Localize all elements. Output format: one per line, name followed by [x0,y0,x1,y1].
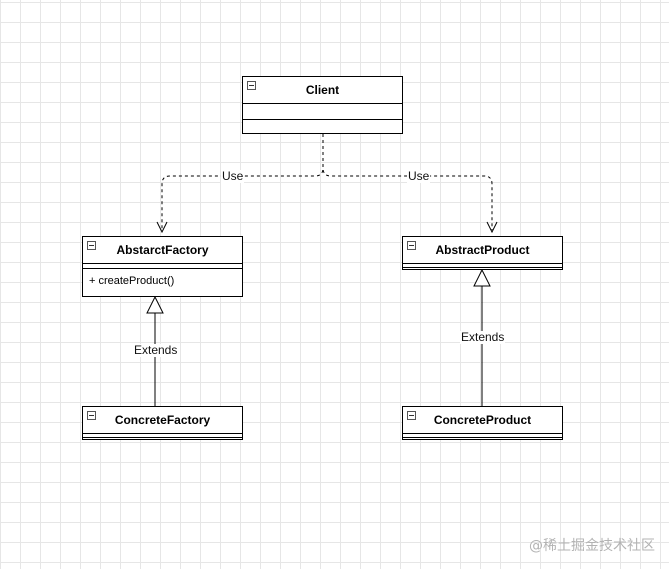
class-header: ConcreteProduct [403,407,562,433]
use-edge-to-abstract-factory[interactable] [161,134,324,230]
edge-label-extends-left: Extends [133,343,179,357]
class-abstract-factory[interactable]: AbstarctFactory + createProduct() [82,236,243,297]
collapse-icon[interactable] [87,241,96,250]
class-client[interactable]: Client [242,76,403,134]
attributes-section [403,263,562,267]
collapse-icon[interactable] [407,411,416,420]
class-header: Client [243,77,402,103]
use-edge-to-abstract-product[interactable] [322,134,493,230]
class-concrete-factory[interactable]: ConcreteFactory [82,406,243,440]
edge-label-extends-right: Extends [460,330,506,344]
collapse-icon[interactable] [407,241,416,250]
methods-section [403,437,562,438]
class-name: ConcreteFactory [114,413,211,427]
class-header: AbstractProduct [403,237,562,263]
edge-label-use-right: Use [407,169,431,183]
class-abstract-product[interactable]: AbstractProduct [402,236,563,270]
attributes-section [243,103,402,119]
inheritance-arrowhead-product [473,268,491,287]
class-name: AbstarctFactory [116,243,209,257]
attributes-section [403,433,562,437]
method-create-product: + createProduct() [89,275,175,287]
collapse-icon[interactable] [247,81,256,90]
inheritance-arrowhead-factory [146,295,164,314]
attributes-section [83,433,242,437]
class-concrete-product[interactable]: ConcreteProduct [402,406,563,440]
collapse-icon[interactable] [87,411,96,420]
use-arrowhead-right [486,221,498,234]
methods-section [243,119,402,133]
class-header: ConcreteFactory [83,407,242,433]
watermark: @稀土掘金技术社区 [529,538,655,554]
class-name: ConcreteProduct [433,413,532,427]
class-header: AbstarctFactory [83,237,242,263]
edge-label-use-left: Use [221,169,245,183]
attributes-section [83,263,242,268]
methods-section [403,267,562,268]
methods-section: + createProduct() [83,268,242,292]
class-name: AbstractProduct [435,243,530,257]
methods-section [83,437,242,438]
use-arrowhead-left [156,221,168,234]
class-name: Client [305,83,340,97]
